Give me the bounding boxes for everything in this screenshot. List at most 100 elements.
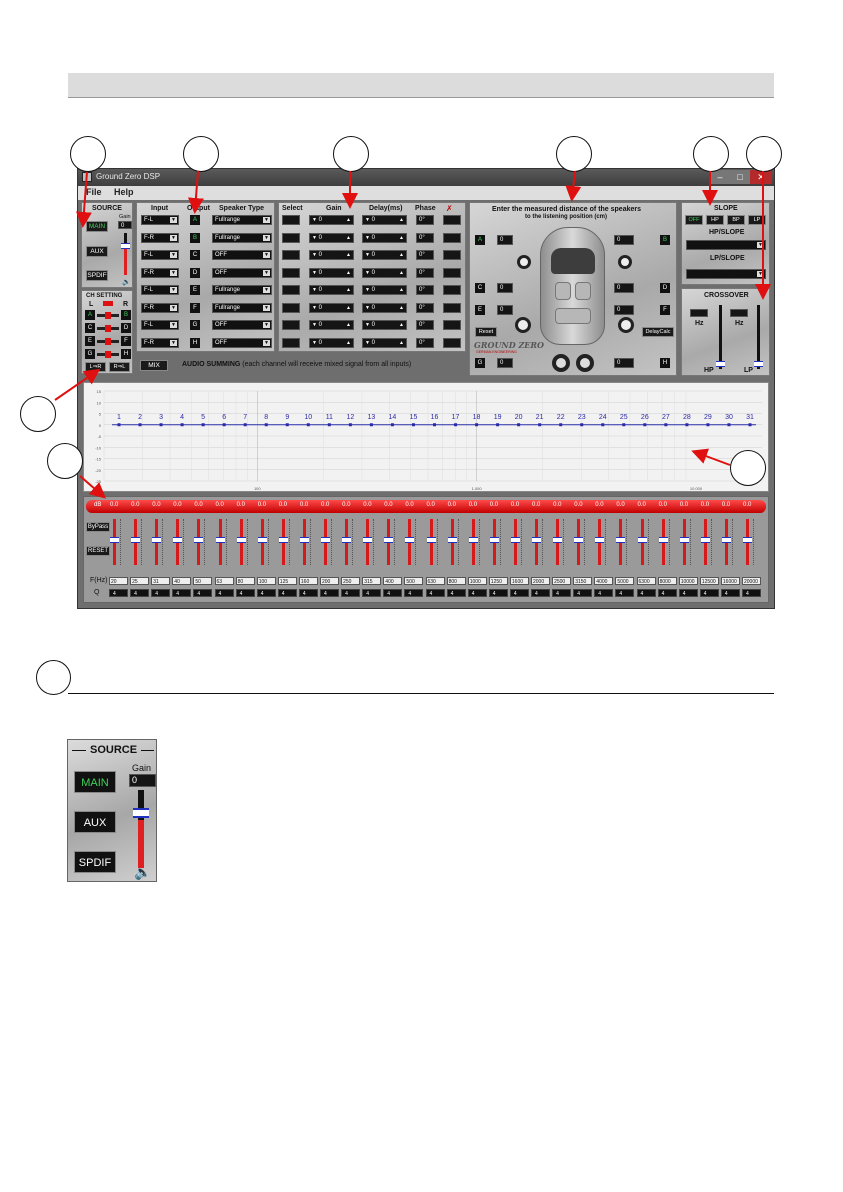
input-select[interactable]: F-R▼ bbox=[141, 232, 179, 243]
band-frequency-field[interactable]: 2500 bbox=[552, 577, 572, 585]
gain-up-icon[interactable]: ▲ bbox=[346, 234, 351, 241]
band-frequency-field[interactable]: 1250 bbox=[488, 577, 508, 585]
band-q-field[interactable]: 4 bbox=[488, 589, 508, 597]
speaker-type-select[interactable]: Fullrange▼ bbox=[212, 302, 272, 313]
band-gain-slider[interactable] bbox=[616, 519, 626, 565]
band-gain-slider[interactable] bbox=[152, 519, 162, 565]
band-q-field[interactable]: 4 bbox=[277, 589, 297, 597]
channel-select-button[interactable] bbox=[282, 320, 300, 330]
delay-up-icon[interactable]: ▲ bbox=[399, 322, 404, 328]
band-frequency-field[interactable]: 4000 bbox=[594, 577, 614, 585]
band-q-field[interactable]: 4 bbox=[467, 589, 487, 597]
input-select[interactable]: F-L▼ bbox=[141, 320, 179, 330]
band-q-field[interactable]: 4 bbox=[552, 589, 572, 597]
speaker-type-select[interactable]: OFF▼ bbox=[212, 250, 272, 260]
source-aux-button[interactable]: AUX bbox=[86, 246, 108, 257]
band-frequency-field[interactable]: 10000 bbox=[678, 577, 698, 585]
delay-up-icon[interactable]: ▲ bbox=[399, 234, 404, 241]
phase-button[interactable]: 0° bbox=[416, 337, 434, 348]
channel-select-button[interactable] bbox=[282, 337, 300, 348]
ch-pair-h[interactable]: H bbox=[121, 349, 131, 359]
band-gain-slider[interactable] bbox=[468, 519, 478, 565]
distance-f-input[interactable]: 0 bbox=[614, 305, 634, 315]
mute-button[interactable] bbox=[443, 320, 461, 330]
hp-slope-select[interactable]: ▼ bbox=[686, 240, 766, 250]
phase-button[interactable]: 0° bbox=[416, 285, 434, 295]
mix-button[interactable]: MIX bbox=[140, 360, 168, 371]
distance-a-input[interactable]: 0 bbox=[497, 235, 513, 245]
ch-pair-c[interactable]: C bbox=[85, 323, 95, 333]
band-q-field[interactable]: 4 bbox=[509, 589, 529, 597]
phase-button[interactable]: 0° bbox=[416, 267, 434, 278]
source-detail-aux-button[interactable]: AUX bbox=[74, 811, 116, 833]
band-gain-slider[interactable] bbox=[257, 519, 267, 565]
delay-calc-button[interactable]: DelayCalc bbox=[642, 327, 674, 337]
delay-down-icon[interactable]: ▼ bbox=[365, 217, 370, 223]
band-frequency-field[interactable]: 16000 bbox=[720, 577, 740, 585]
band-q-field[interactable]: 4 bbox=[573, 589, 593, 597]
band-frequency-field[interactable]: 3150 bbox=[573, 577, 593, 585]
ch-pair-e[interactable]: E bbox=[85, 336, 95, 346]
speaker-type-select[interactable]: Fullrange▼ bbox=[212, 215, 272, 225]
ch-pair-a[interactable]: A bbox=[85, 310, 95, 320]
slope-bp-button[interactable]: BP bbox=[727, 215, 745, 225]
band-gain-slider[interactable] bbox=[215, 519, 225, 565]
speaker-type-select[interactable]: Fullrange▼ bbox=[212, 285, 272, 295]
band-gain-slider[interactable] bbox=[131, 519, 141, 565]
distance-e-input[interactable]: 0 bbox=[497, 305, 513, 315]
band-gain-slider[interactable] bbox=[278, 519, 288, 565]
eq-reset-button[interactable]: RESET bbox=[86, 546, 110, 556]
band-q-field[interactable]: 4 bbox=[383, 589, 403, 597]
band-frequency-field[interactable]: 50 bbox=[193, 577, 213, 585]
menu-file[interactable]: File bbox=[86, 187, 102, 197]
ch-pair-gh-link[interactable] bbox=[97, 351, 119, 358]
delay-up-icon[interactable]: ▲ bbox=[399, 269, 404, 276]
input-select[interactable]: F-R▼ bbox=[141, 267, 179, 278]
distance-ch-f[interactable]: F bbox=[660, 305, 670, 315]
band-frequency-field[interactable]: 63 bbox=[214, 577, 234, 585]
band-frequency-field[interactable]: 800 bbox=[446, 577, 466, 585]
channel-select-button[interactable] bbox=[282, 215, 300, 225]
gain-stepper[interactable]: ▼ 0▲ bbox=[309, 285, 354, 295]
gain-down-icon[interactable]: ▼ bbox=[312, 339, 317, 346]
delay-down-icon[interactable]: ▼ bbox=[365, 234, 370, 241]
band-q-field[interactable]: 4 bbox=[594, 589, 614, 597]
delay-down-icon[interactable]: ▼ bbox=[365, 322, 370, 328]
band-frequency-field[interactable]: 1000 bbox=[467, 577, 487, 585]
channel-select-button[interactable] bbox=[282, 302, 300, 313]
delay-stepper[interactable]: ▼ 0▲ bbox=[362, 267, 407, 278]
band-frequency-field[interactable]: 6300 bbox=[636, 577, 656, 585]
lp-crossover-slider[interactable] bbox=[754, 305, 763, 369]
band-frequency-field[interactable]: 31 bbox=[151, 577, 171, 585]
gain-down-icon[interactable]: ▼ bbox=[312, 322, 317, 328]
gain-down-icon[interactable]: ▼ bbox=[312, 217, 317, 223]
speaker-type-select[interactable]: OFF▼ bbox=[212, 320, 272, 330]
gain-down-icon[interactable]: ▼ bbox=[312, 234, 317, 241]
distance-ch-e[interactable]: E bbox=[475, 305, 485, 315]
band-gain-slider[interactable] bbox=[173, 519, 183, 565]
band-q-field[interactable]: 4 bbox=[235, 589, 255, 597]
ch-pair-ab-link[interactable] bbox=[97, 312, 119, 319]
mute-button[interactable] bbox=[443, 302, 461, 313]
gain-up-icon[interactable]: ▲ bbox=[346, 252, 351, 258]
band-gain-slider[interactable] bbox=[405, 519, 415, 565]
input-select[interactable]: F-R▼ bbox=[141, 337, 179, 348]
delay-down-icon[interactable]: ▼ bbox=[365, 269, 370, 276]
ch-pair-f[interactable]: F bbox=[121, 336, 131, 346]
band-gain-slider[interactable] bbox=[384, 519, 394, 565]
band-gain-slider[interactable] bbox=[532, 519, 541, 565]
mute-button[interactable] bbox=[443, 337, 461, 348]
band-q-field[interactable]: 4 bbox=[214, 589, 234, 597]
band-gain-slider[interactable] bbox=[447, 519, 457, 565]
delay-stepper[interactable]: ▼ 0▲ bbox=[362, 302, 407, 313]
gain-stepper[interactable]: ▼ 0▲ bbox=[309, 337, 354, 348]
delay-up-icon[interactable]: ▲ bbox=[399, 287, 404, 293]
source-spdif-button[interactable]: SPDIF bbox=[86, 270, 108, 281]
band-frequency-field[interactable]: 12500 bbox=[699, 577, 719, 585]
distance-ch-a[interactable]: A bbox=[475, 235, 485, 245]
band-gain-slider[interactable] bbox=[510, 519, 520, 565]
source-main-button[interactable]: MAIN bbox=[86, 221, 108, 232]
band-q-field[interactable]: 4 bbox=[636, 589, 656, 597]
gain-stepper[interactable]: ▼ 0▲ bbox=[309, 215, 354, 225]
copy-left-to-right-button[interactable]: L⇒R bbox=[85, 362, 106, 372]
